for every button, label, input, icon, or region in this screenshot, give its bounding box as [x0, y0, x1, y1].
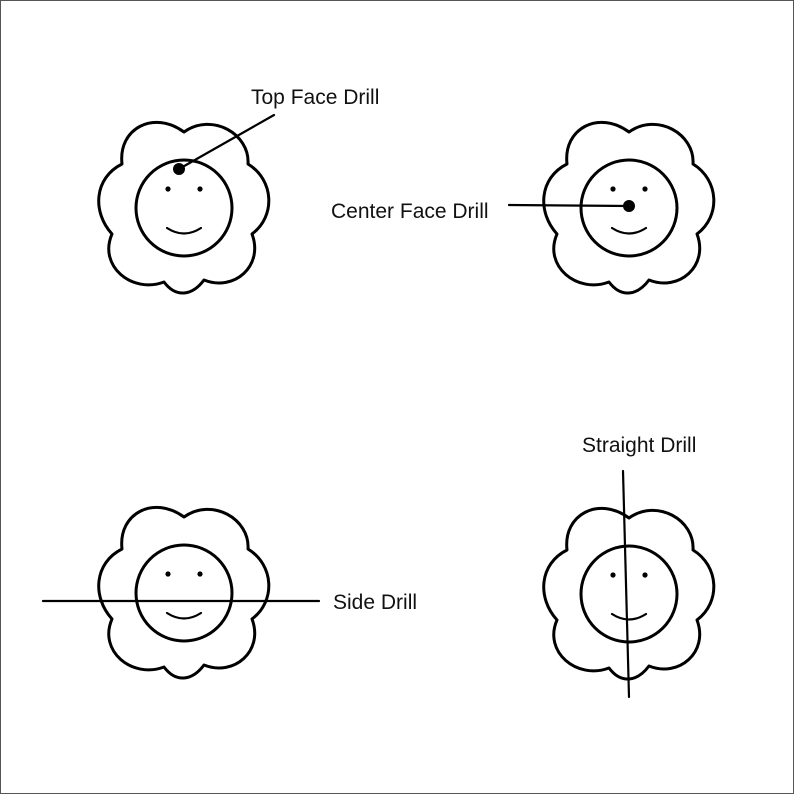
- bead-top-face-drill: [97, 113, 276, 295]
- bead-outline: [97, 120, 271, 295]
- straight-drill-line: [621, 469, 631, 699]
- top-face-drill-pointer-line: [177, 113, 276, 171]
- straight-drill-label: Straight Drill: [582, 434, 697, 457]
- center-face-drill-pointer-line: [507, 203, 631, 208]
- center-face-drill-label: Center Face Drill: [331, 200, 489, 223]
- bead-straight-drill: [542, 469, 716, 699]
- bead-face: [134, 543, 234, 643]
- bead-side-drill: [41, 505, 321, 680]
- bead-face: [134, 158, 234, 258]
- top-face-drill-label: Top Face Drill: [251, 86, 380, 109]
- bead-face: [579, 544, 679, 644]
- bead-center-face-drill: [507, 120, 716, 295]
- bead-outline: [97, 505, 271, 680]
- side-drill-label: Side Drill: [333, 591, 418, 614]
